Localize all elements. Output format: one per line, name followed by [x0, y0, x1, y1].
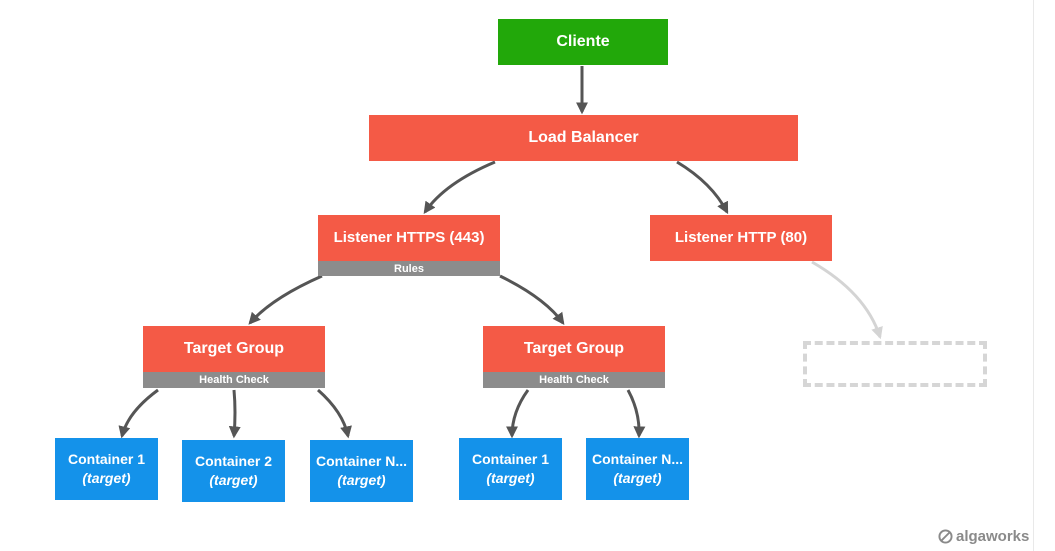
tg1-container-n: Container N... (target): [310, 440, 413, 502]
container-sub-label: (target): [613, 470, 662, 486]
target-group-2-node: Target Group: [483, 326, 665, 372]
rules-bar: Rules: [318, 261, 500, 276]
brand-logo: algaworks: [938, 528, 1029, 545]
container-label: Container 1: [471, 451, 549, 468]
health-check-bar-2: Health Check: [483, 372, 665, 388]
target-group-1-node: Target Group: [143, 326, 325, 372]
client-node: Cliente: [498, 19, 668, 65]
tg1-container-1: Container 1 (target): [55, 438, 158, 500]
arrow-tg1-to-cn: [317, 388, 352, 439]
arrow-https-to-tg1: [248, 274, 323, 325]
arrow-lb-to-https: [423, 160, 496, 214]
container-label: Container 2: [194, 453, 272, 470]
container-sub-label: (target): [337, 472, 386, 488]
listener-https-node: Listener HTTPS (443): [318, 215, 500, 261]
brand-name: algaworks: [956, 528, 1030, 545]
container-sub-label: (target): [486, 470, 535, 486]
arrow-tg2-to-cn: [626, 389, 646, 439]
container-sub-label: (target): [82, 470, 131, 486]
health-check-bar-1: Health Check: [143, 372, 325, 388]
future-target-placeholder: [803, 341, 987, 387]
container-label: Container N...: [315, 453, 407, 470]
container-sub-label: (target): [209, 472, 258, 488]
tg2-container-n: Container N... (target): [586, 438, 689, 500]
tg2-container-1: Container 1 (target): [459, 438, 562, 500]
arrow-https-to-tg2: [499, 274, 565, 325]
arrow-tg1-to-c2: [228, 389, 241, 439]
arrow-lb-to-http: [676, 160, 729, 215]
right-edge-divider: [1033, 0, 1034, 551]
container-label: Container N...: [591, 451, 683, 468]
load-balancer-node: Load Balancer: [369, 115, 798, 161]
arrow-tg2-to-c1: [506, 389, 530, 439]
algaworks-logo-icon: [938, 529, 953, 544]
listener-http-node: Listener HTTP (80): [650, 215, 832, 261]
arrow-http-to-placeholder: [811, 260, 883, 340]
container-label: Container 1: [67, 451, 145, 468]
arrow-tg1-to-c1: [118, 388, 159, 439]
tg1-container-2: Container 2 (target): [182, 440, 285, 502]
